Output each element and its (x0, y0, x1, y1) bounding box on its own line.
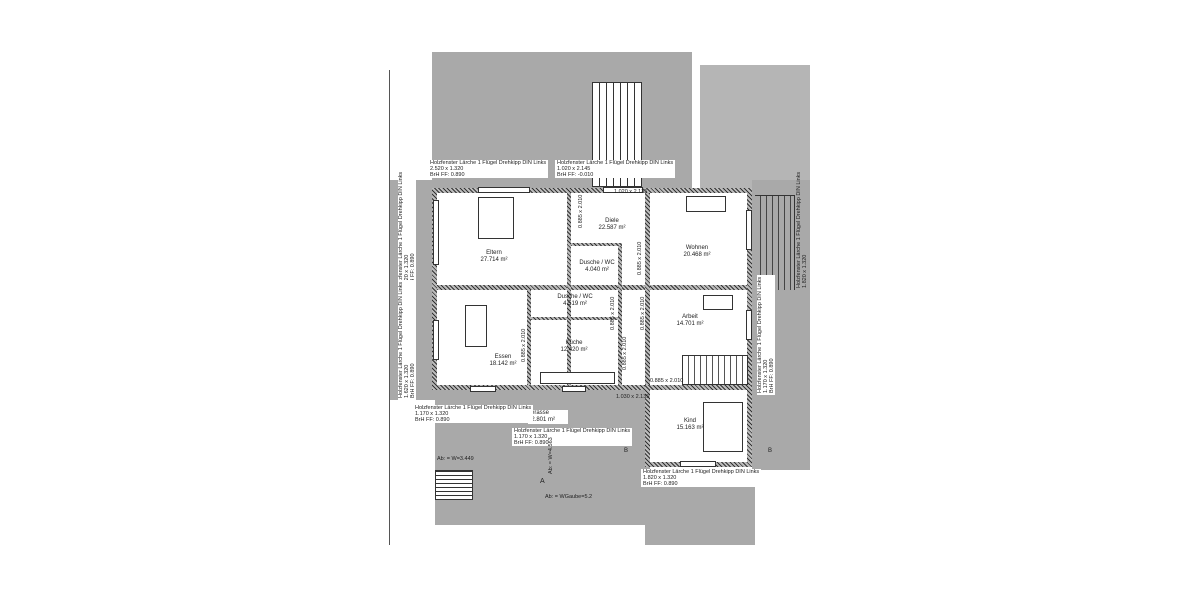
window (433, 200, 439, 265)
window (746, 310, 752, 340)
wall (567, 193, 571, 385)
room-name: Küche (565, 340, 583, 346)
window-label: Holzfenster Lärche 1 Flügel Drehkipp DIN… (555, 160, 676, 178)
door-dimension: 0.885 x 2.010 (622, 336, 628, 370)
window-label: Holzfenster Lärche 1 Flügel Drehkipp DIN… (796, 171, 808, 288)
bed (478, 197, 514, 239)
room-name: Essen (494, 354, 512, 360)
door-dimension: 1.020 x 2.135 (614, 189, 648, 195)
wall (618, 245, 622, 385)
door-dimension: 1.030 x 2.135 (616, 394, 650, 400)
room-area: 12.420 m² (560, 347, 588, 353)
window-label: Holzfenster Lärche 1 Flügel Drehkipp DIN… (512, 428, 633, 446)
room-name: Kind (683, 418, 696, 424)
area-annotation: Ab: = WGaube=5.2 (545, 494, 593, 500)
window (680, 461, 716, 467)
door-dimension: 0.885 x 2.010 (610, 296, 616, 330)
room-area: 32.801 m² (528, 417, 556, 423)
room-name: Terasse (528, 410, 550, 416)
desk (703, 295, 733, 310)
stair-internal (682, 355, 748, 385)
room-name: Dusche / WC (579, 260, 615, 266)
wall (531, 317, 618, 320)
terrain-right (700, 65, 810, 195)
kind-wing (645, 385, 752, 467)
terrain-bottom (645, 480, 755, 545)
room-name: Diele (605, 218, 619, 224)
bed-kind (703, 402, 743, 452)
kitchen-counter (540, 372, 615, 384)
dining-table (465, 305, 487, 347)
door-dimension: 0.885 x 2.010 (650, 378, 684, 384)
section-marker-a: A (540, 478, 545, 485)
room-name: Wohnen (685, 245, 709, 251)
door-dimension: 0.885 x 2.010 (637, 241, 643, 275)
area-annotation: Ab: = W=4.563 (548, 437, 554, 474)
room-name: Dusche / WC (557, 294, 593, 300)
left-border-line (389, 70, 390, 545)
window (433, 320, 439, 360)
stairs-left-bottom (435, 470, 473, 500)
area-annotation: Ab: = W=3.449 (437, 456, 474, 462)
room-name: Arbeit (682, 314, 698, 320)
wall (571, 243, 622, 246)
window-label: Holzfenster Lärche 1 Flügel Drehkipp DIN… (428, 160, 549, 178)
room-area: 15.163 m² (676, 425, 704, 431)
room-area: 27.714 m² (480, 257, 508, 263)
window (470, 386, 496, 392)
room-area: 22.587 m² (598, 225, 626, 231)
stairs-right (755, 195, 795, 290)
room-area: 14.701 m² (676, 321, 704, 327)
room-area: 4.040 m² (585, 267, 609, 273)
door-dimension: 0.885 x 2.010 (578, 194, 584, 228)
window-label: Holzfenster Lärche 1 Flügel Drehkipp DIN… (398, 279, 416, 400)
room-name: Eltern (486, 250, 502, 256)
window-label: Holzfenster Lärche 1 Flügel Drehkipp DIN… (413, 405, 534, 423)
window-label: Holzfenster Lärche 1 Flügel Drehkipp DIN… (757, 274, 775, 395)
door-dimension: 0.885 x 2.010 (521, 328, 527, 362)
room-area: 18.142 m² (489, 361, 517, 367)
room-area: 4.519 m² (563, 301, 587, 307)
window (478, 187, 530, 193)
section-marker-b: B (624, 448, 629, 454)
wall (645, 193, 650, 385)
door-dimension: 0.885 x 2.010 (640, 296, 646, 330)
window (603, 187, 643, 193)
room-area: 20.468 m² (683, 252, 711, 258)
window (562, 386, 586, 392)
wall (437, 285, 747, 290)
window (746, 210, 752, 250)
window-label: Holzfenster Lärche 1 Flügel Drehkipp DIN… (398, 169, 416, 290)
wall (527, 290, 531, 385)
section-marker-b: B (768, 448, 773, 454)
window-label: Holzfenster Lärche 1 Flügel Drehkipp DIN… (641, 469, 762, 487)
sofa (686, 196, 726, 212)
